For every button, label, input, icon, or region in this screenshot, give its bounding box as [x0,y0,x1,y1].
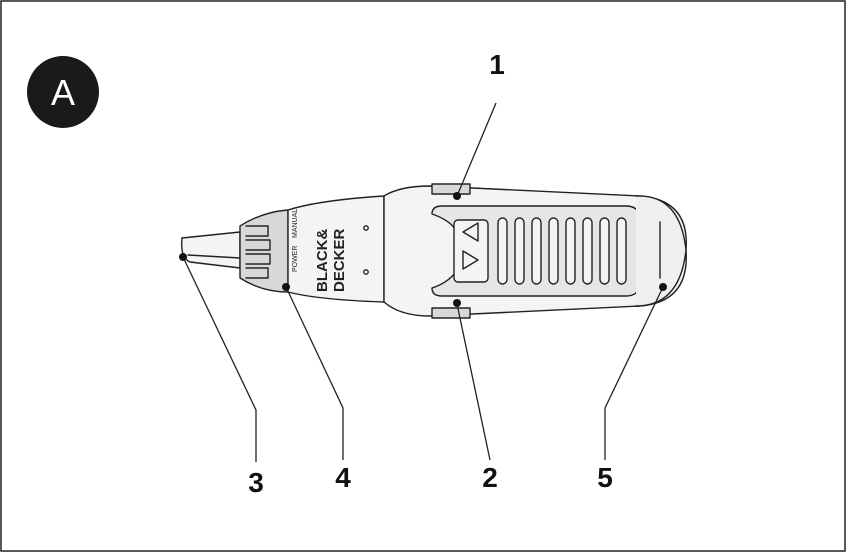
leader-4 [285,286,344,460]
callout-3: 3 [248,467,264,498]
housing-screw-bottom [363,269,369,275]
leader-3 [182,256,257,462]
dot-1 [453,192,461,200]
brand-line2: DECKER [331,228,348,292]
screwdriver-illustration [180,183,687,319]
leader-lines [182,102,664,462]
callout-2: 2 [482,462,498,493]
mode-collar [239,209,289,293]
leader-5 [604,286,664,460]
mode-manual-label: MANUAL [292,209,299,238]
bit-shaft-edge [187,254,241,259]
direction-indicator-panel [453,219,489,283]
callout-4: 4 [335,462,351,493]
leader-2 [456,303,491,461]
leader-1 [456,102,497,197]
callout-5: 5 [597,462,613,493]
figure-badge-text: A [51,72,75,113]
dot-4 [282,283,290,291]
figure-badge: A [27,56,99,128]
end-cap [635,195,687,307]
collar-ridges [245,225,271,279]
mode-power-label: POWER [292,246,299,272]
brand-line1: BLACK& [314,229,331,292]
device-labels: POWER MANUAL BLACK& DECKER [292,209,348,292]
arrow-left-icon [462,222,479,242]
dot-3 [179,253,187,261]
arrow-right-icon [462,250,479,270]
leader-dots [179,192,667,307]
housing-screw-top [363,225,369,231]
reverse-switch [431,307,471,319]
dot-2 [453,299,461,307]
grip-slots [497,217,627,285]
forward-switch [431,183,471,195]
bit-shaft [180,231,241,269]
callout-1: 1 [489,49,505,80]
dot-5 [659,283,667,291]
